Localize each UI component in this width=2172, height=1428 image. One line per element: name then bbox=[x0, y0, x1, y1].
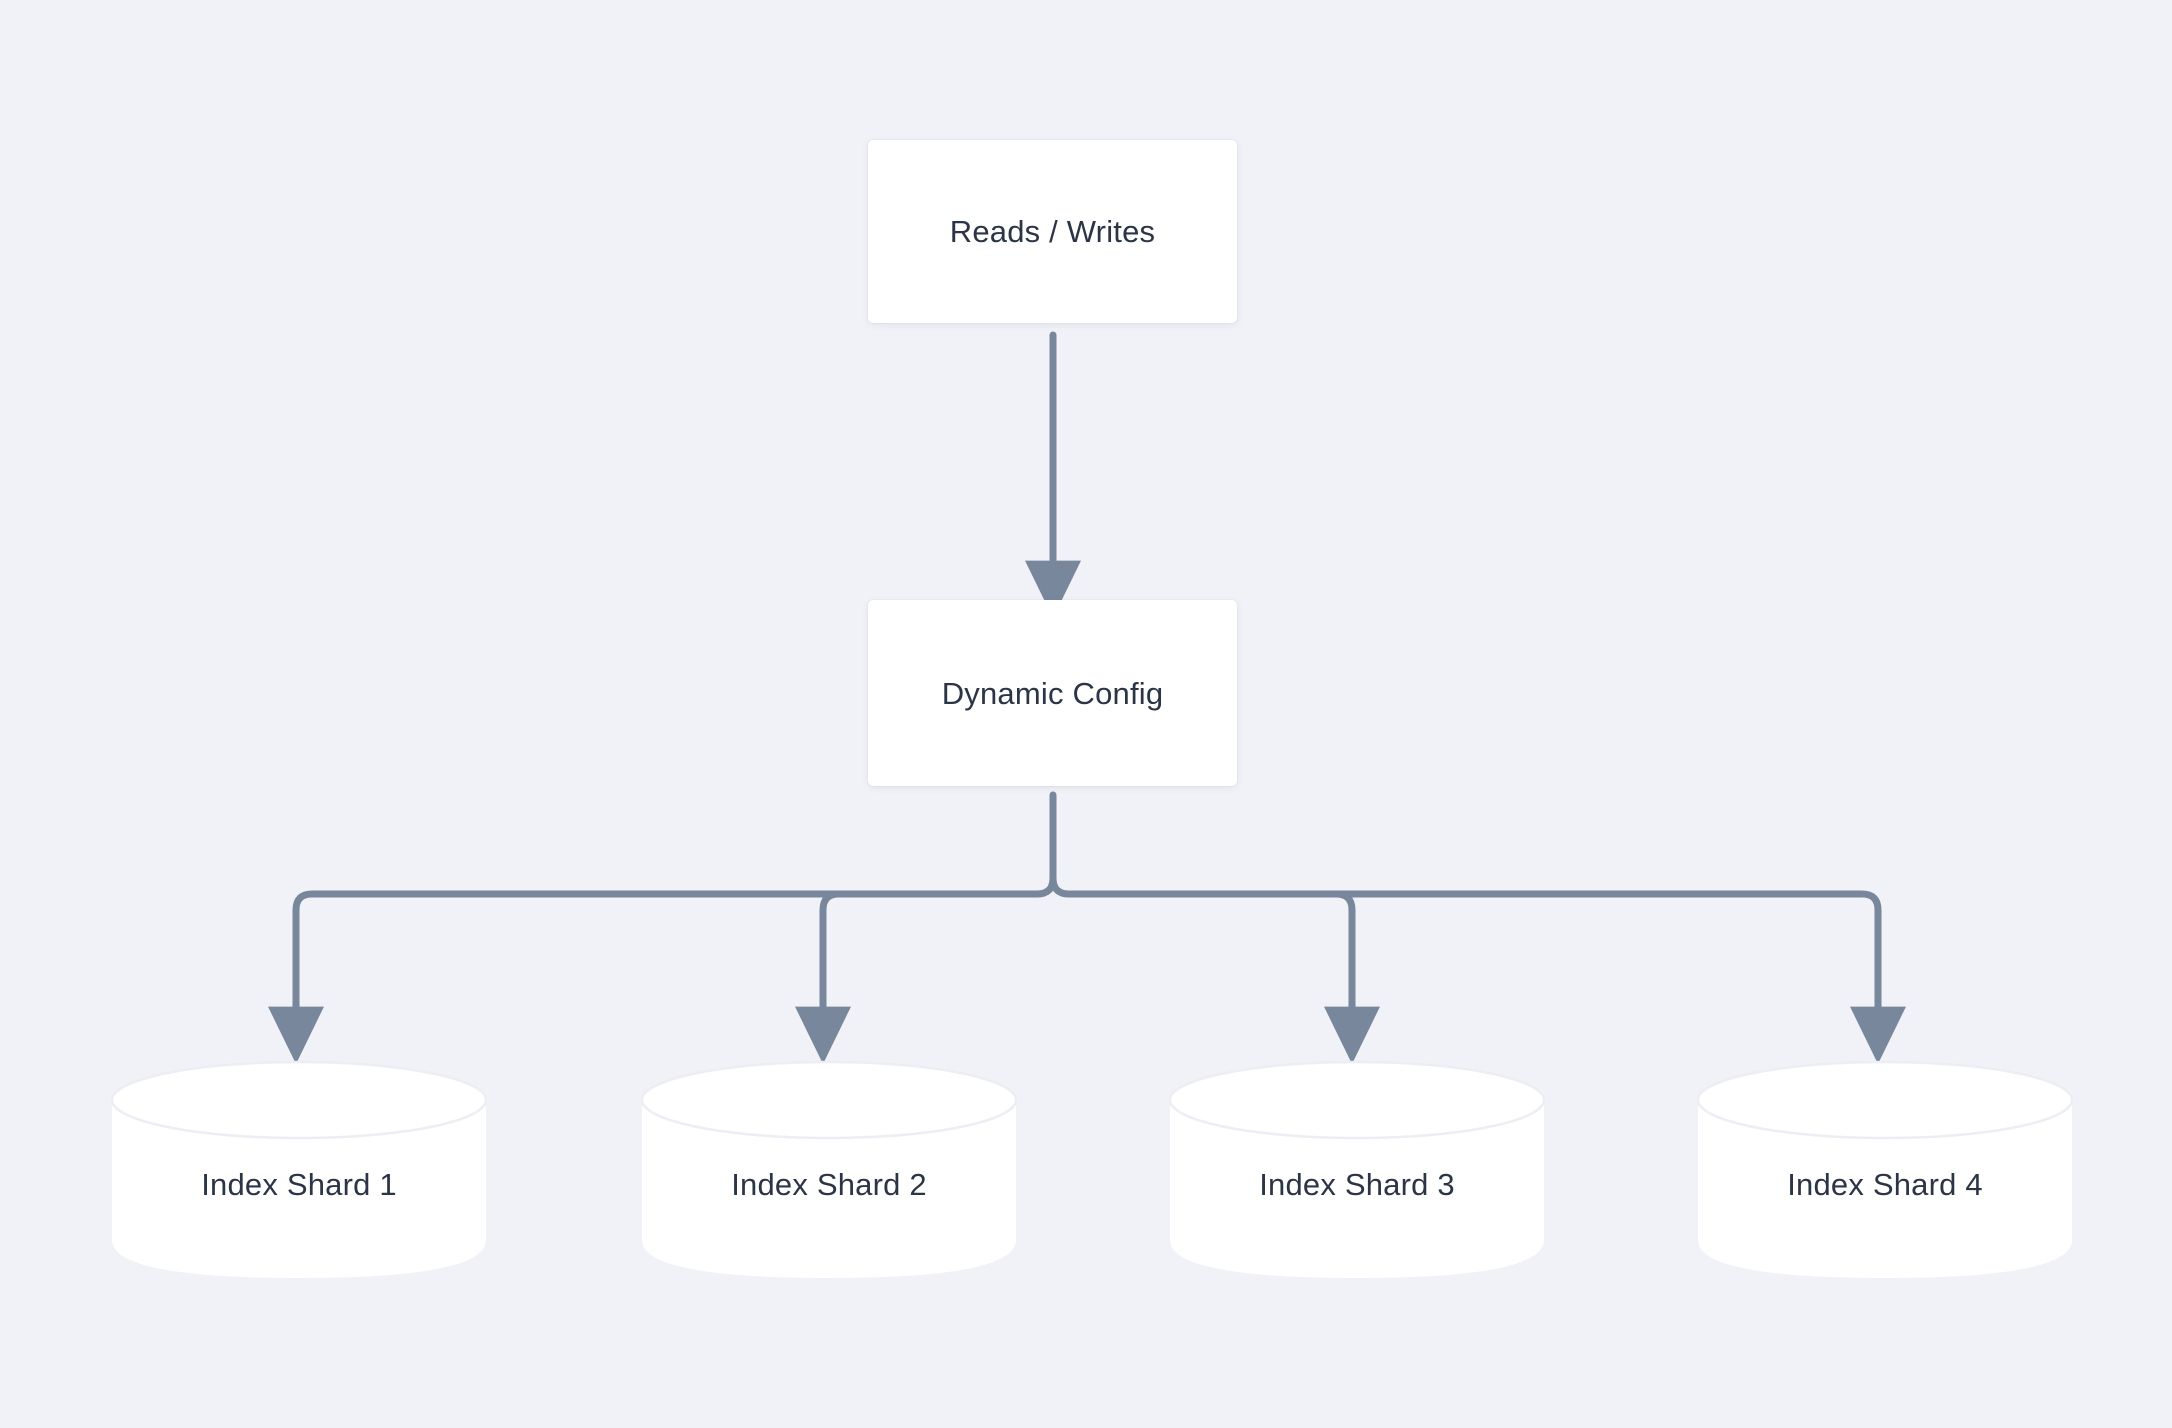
node-index-shard-2[interactable]: Index Shard 2 bbox=[640, 1060, 1018, 1280]
node-dynamic-config-label: Dynamic Config bbox=[941, 675, 1164, 711]
node-index-shard-4[interactable]: Index Shard 4 bbox=[1696, 1060, 2074, 1280]
node-index-shard-3[interactable]: Index Shard 3 bbox=[1168, 1060, 1546, 1280]
node-index-shard-3-label: Index Shard 3 bbox=[1259, 1167, 1455, 1202]
edge-dynamic-config-stem bbox=[1033, 791, 1057, 898]
edge-to-index-shard-4 bbox=[1065, 890, 1906, 1064]
edge-dynamic-config-stem-right bbox=[1049, 874, 1073, 898]
node-reads-writes[interactable]: Reads / Writes bbox=[868, 140, 1237, 323]
node-dynamic-config[interactable]: Dynamic Config bbox=[868, 600, 1237, 786]
edge-to-index-shard-3 bbox=[1065, 890, 1380, 1064]
node-index-shard-1[interactable]: Index Shard 1 bbox=[110, 1060, 488, 1280]
edge-to-index-shard-2 bbox=[795, 890, 1041, 1064]
cylinder-shape-icon bbox=[110, 1060, 488, 1278]
node-index-shard-1-label: Index Shard 1 bbox=[201, 1167, 397, 1202]
edge-to-index-shard-1 bbox=[268, 890, 1041, 1064]
node-index-shard-4-label: Index Shard 4 bbox=[1787, 1167, 1983, 1202]
node-reads-writes-label: Reads / Writes bbox=[949, 214, 1156, 249]
cylinder-shape-icon bbox=[640, 1060, 1018, 1278]
node-index-shard-2-label: Index Shard 2 bbox=[731, 1167, 927, 1202]
cylinder-shape-icon bbox=[1168, 1060, 1546, 1278]
cylinder-shape-icon bbox=[1696, 1060, 2074, 1278]
